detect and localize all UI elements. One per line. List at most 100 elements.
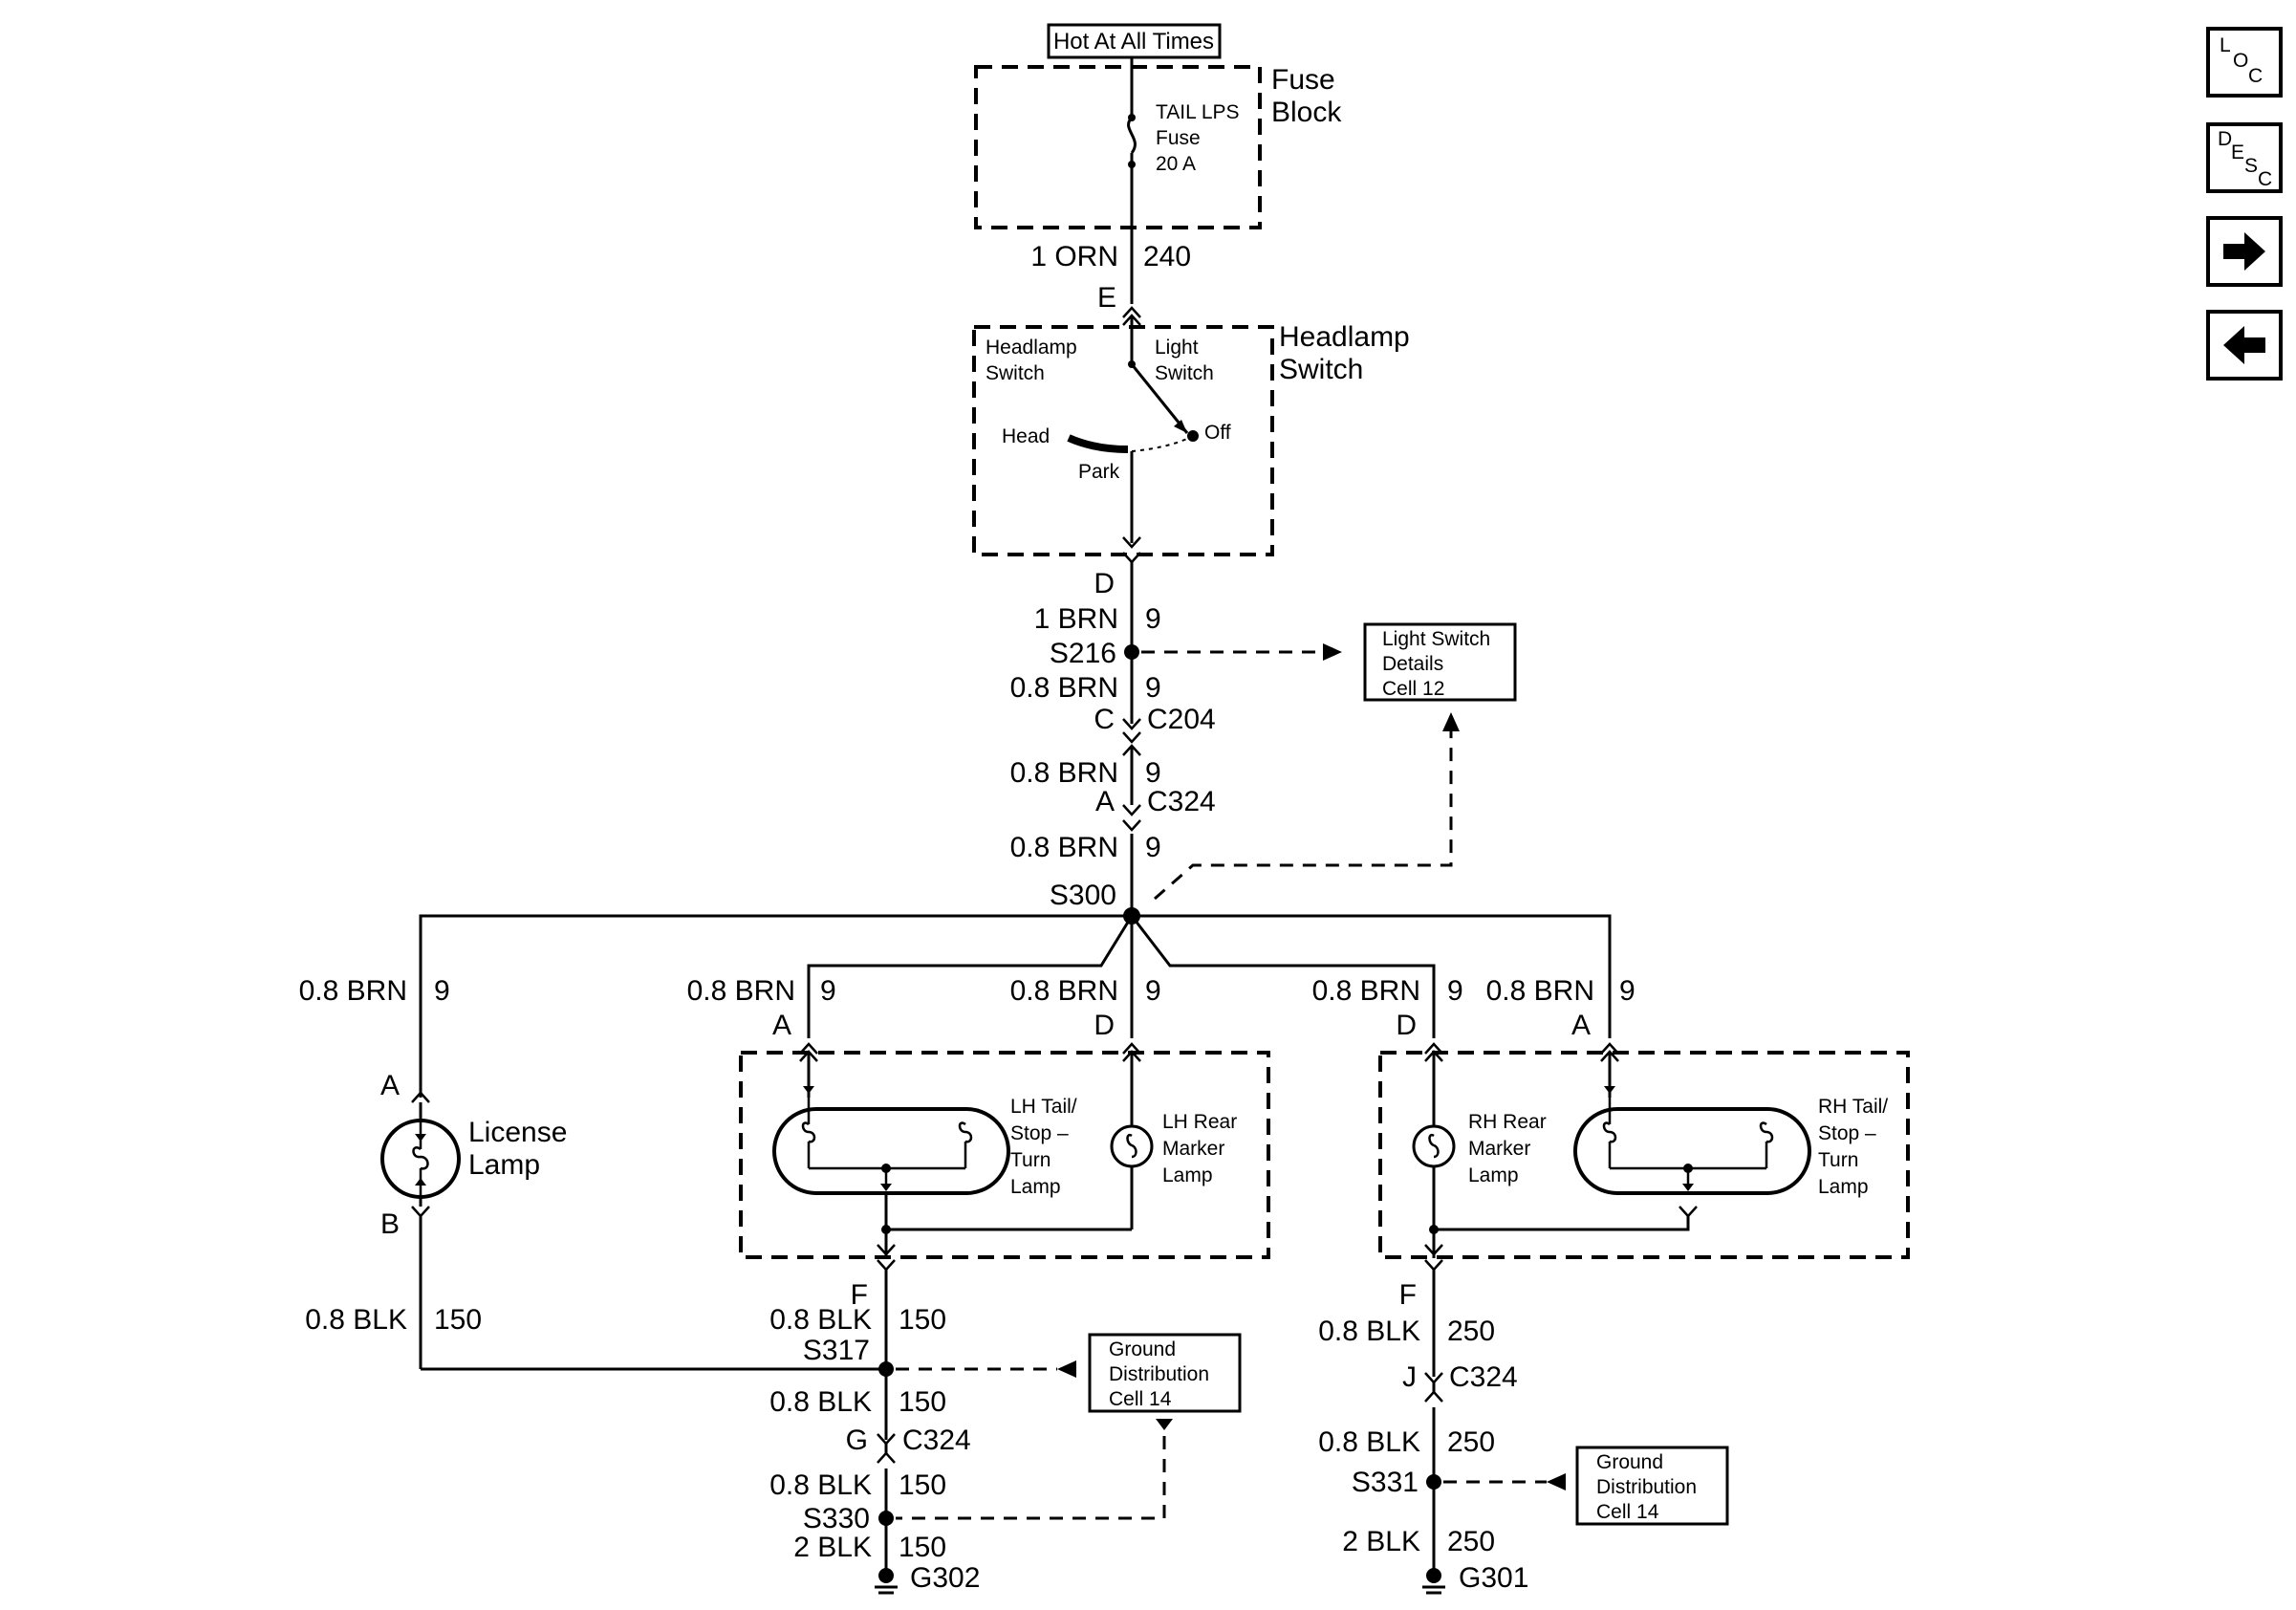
svg-text:0.8 BRN: 0.8 BRN [1312,975,1420,1007]
svg-text:Cell 12: Cell 12 [1382,678,1444,700]
svg-text:9: 9 [434,975,450,1007]
svg-text:Switch: Switch [1155,362,1214,384]
svg-text:250: 250 [1447,1316,1495,1347]
svg-text:Distribution: Distribution [1596,1476,1697,1498]
power-label: Hot At All Times [1053,29,1214,54]
ground-distribution-box-1[interactable]: Ground Distribution Cell 14 [1088,1333,1242,1413]
previous-button[interactable] [2206,310,2283,381]
power-source: Hot At All Times [1047,23,1222,59]
lh-lamp-assembly: LH Tail/ Stop – Turn Lamp LH Rear Marker… [739,1042,1270,1272]
splice-s330: S330 [803,1503,870,1534]
description-button[interactable]: D E S C [2206,122,2283,193]
svg-text:2 BLK: 2 BLK [1342,1526,1420,1557]
connector-c324-lh: C324 [902,1425,971,1456]
svg-text:Turn: Turn [1010,1149,1051,1171]
svg-text:Details: Details [1382,653,1443,675]
svg-text:Marker: Marker [1468,1138,1530,1160]
connector-c324-rh: C324 [1449,1361,1518,1393]
svg-text:250: 250 [1447,1426,1495,1458]
svg-text:9: 9 [1145,672,1161,704]
svg-text:S: S [2244,155,2258,177]
svg-text:F: F [1399,1279,1417,1311]
lh-marker-lamp-label: LH Rear [1162,1111,1237,1133]
light-switch-details-box[interactable]: Light Switch Details Cell 12 [1363,622,1517,702]
license-lamp-label: License [468,1117,567,1148]
svg-text:Lamp: Lamp [1010,1176,1061,1198]
svg-text:D: D [1396,1010,1417,1041]
svg-text:0.8 BRN: 0.8 BRN [687,975,795,1007]
svg-text:Lamp: Lamp [1818,1176,1869,1198]
svg-text:O: O [2233,50,2248,72]
svg-text:D: D [2218,128,2232,150]
svg-text:150: 150 [899,1304,946,1336]
headlamp-switch: Headlamp Switch Headlamp Switch Light Sw… [972,306,1410,564]
svg-text:0.8 BRN: 0.8 BRN [1010,832,1118,863]
svg-text:9: 9 [820,975,836,1007]
svg-text:F: F [851,1279,868,1311]
svg-text:L: L [2220,34,2231,56]
svg-text:A: A [380,1070,400,1101]
headlamp-switch-title-2: Switch [1279,354,1363,385]
splice-s300: S300 [1050,880,1116,911]
wire-1orn-label: 1 ORN [1030,241,1118,272]
svg-text:Lamp: Lamp [1162,1164,1213,1186]
svg-text:E: E [2231,141,2244,163]
svg-text:Ground: Ground [1596,1451,1663,1473]
svg-text:Cell 14: Cell 14 [1596,1501,1659,1523]
next-button[interactable] [2206,216,2283,287]
svg-text:A: A [1095,786,1115,817]
svg-text:0.8 BRN: 0.8 BRN [1010,757,1118,789]
location-button[interactable]: L O C [2206,27,2283,98]
svg-text:Turn: Turn [1818,1149,1858,1171]
svg-text:0.8 BLK: 0.8 BLK [769,1469,872,1501]
svg-text:9: 9 [1145,975,1161,1007]
svg-text:J: J [1402,1361,1417,1393]
ground-g302: G302 [910,1562,980,1594]
svg-text:2 BLK: 2 BLK [793,1532,872,1563]
fuse-label: TAIL LPS Fuse 20 A [1156,101,1240,175]
ground-distribution-box-2[interactable]: Ground Distribution Cell 14 [1575,1446,1729,1526]
svg-text:150: 150 [899,1386,946,1418]
svg-text:9: 9 [1619,975,1635,1007]
svg-text:0.8 BLK: 0.8 BLK [1318,1426,1420,1458]
svg-text:0.8 BRN: 0.8 BRN [1010,975,1118,1007]
arrow-right-icon [2223,232,2265,271]
svg-text:C: C [2248,65,2263,87]
svg-text:Switch: Switch [986,362,1045,384]
pin-d-label: D [1094,568,1115,599]
wire-240-circuit: 240 [1143,241,1191,272]
position-head: Head [1002,425,1050,447]
svg-text:9: 9 [1447,975,1463,1007]
svg-text:Stop –: Stop – [1818,1122,1876,1144]
svg-text:1 BRN: 1 BRN [1034,603,1118,635]
svg-text:Distribution: Distribution [1109,1363,1209,1385]
pin-e-label: E [1097,282,1116,314]
svg-text:0.8 BLK: 0.8 BLK [1318,1316,1420,1347]
fuse-block: Fuse Block TAIL LPS Fuse 20 A [974,57,1342,304]
svg-text:0.8 BRN: 0.8 BRN [1486,975,1594,1007]
svg-text:A: A [772,1010,791,1041]
svg-text:Headlamp: Headlamp [986,337,1077,359]
svg-text:250: 250 [1447,1526,1495,1557]
license-lamp: A B License Lamp [380,1070,567,1240]
ground-g301-icon [1422,1568,1445,1595]
svg-text:G: G [846,1425,868,1456]
connector-c324-trunk: C324 [1147,786,1216,817]
rh-tail-lamp-label: RH Tail/ [1818,1096,1888,1118]
svg-text:D: D [1094,1010,1115,1041]
svg-text:Light: Light [1155,337,1199,359]
svg-text:TAIL LPS: TAIL LPS [1156,101,1240,123]
svg-text:150: 150 [899,1469,946,1501]
lh-tail-lamp-label: LH Tail/ [1010,1096,1077,1118]
fuse-block-title-2: Block [1271,97,1342,128]
svg-text:C: C [1094,704,1115,735]
headlamp-switch-title: Headlamp [1279,321,1410,353]
svg-text:Marker: Marker [1162,1138,1224,1160]
svg-text:Fuse: Fuse [1156,127,1201,149]
svg-text:Lamp: Lamp [468,1149,540,1181]
rh-lamp-assembly: RH Rear Marker Lamp RH Tail/ Stop – Turn… [1378,1042,1910,1272]
connector-c204: C204 [1147,704,1216,735]
svg-text:150: 150 [434,1304,482,1336]
svg-text:0.8 BLK: 0.8 BLK [769,1386,872,1418]
svg-text:Light Switch: Light Switch [1382,628,1490,650]
